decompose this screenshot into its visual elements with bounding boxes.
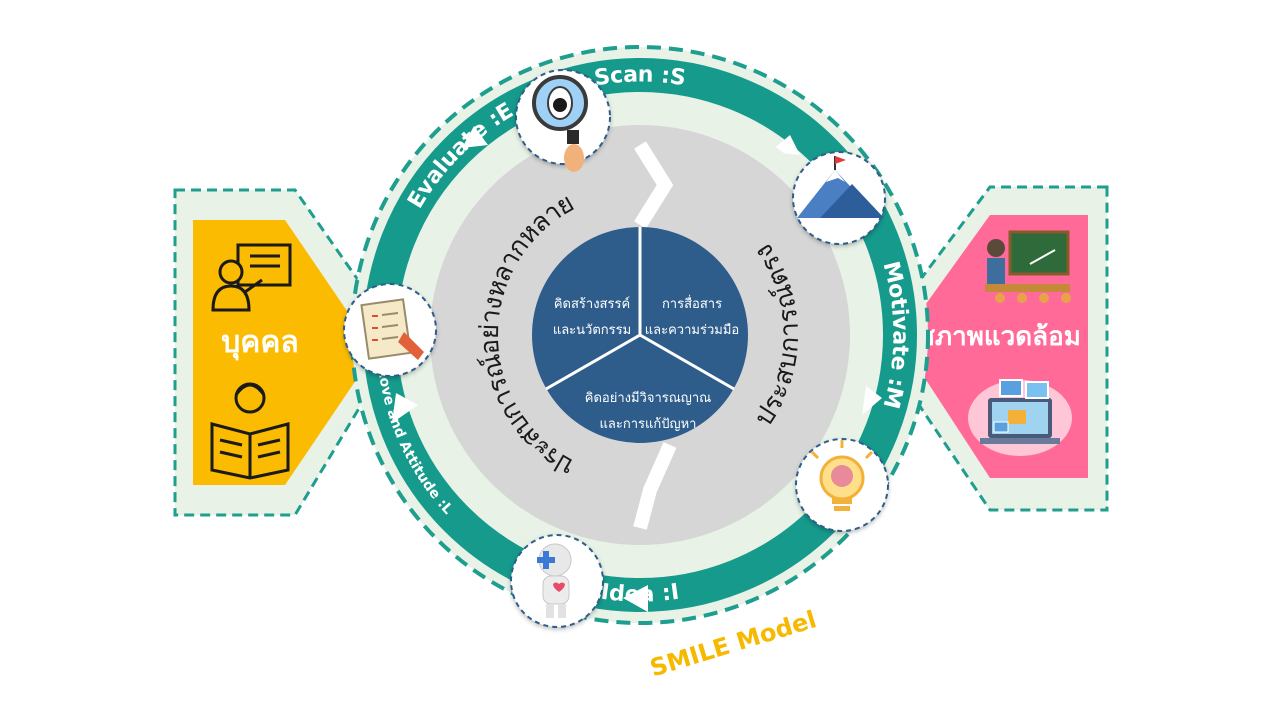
checklist-hand-icon (343, 283, 437, 377)
step-idea-label: Idea :I (599, 580, 680, 608)
right-panel: สภาพแวดล้อม (873, 185, 1109, 512)
magnifier-eye-icon (515, 69, 611, 172)
left-panel: บุคคล (173, 188, 402, 517)
right-panel-label: สภาพแวดล้อม (919, 322, 1081, 352)
laptop-media-icon (968, 379, 1072, 456)
center-pie: คิดสร้างสรรค์ และนวัตกรรม การสื่อสาร และ… (532, 227, 748, 443)
left-panel-label: บุคคล (221, 325, 299, 361)
lightbulb-brain-icon (795, 438, 889, 532)
segment-critical-line2: และการแก้ปัญหา (600, 417, 697, 432)
segment-creative-line1: คิดสร้างสรรค์ (554, 296, 630, 312)
grey-divider-top (634, 141, 674, 229)
segment-creative-line2: และนวัตกรรม (553, 323, 631, 338)
classroom-board-icon (985, 230, 1071, 303)
step-scan-label: Scan :S (593, 62, 688, 91)
mountain-flag-icon (792, 151, 886, 245)
robot-heart-icon (510, 534, 604, 628)
grey-divider-bottom (633, 442, 677, 530)
person-reading-icon (210, 382, 290, 480)
segment-communication-line2: และความร่วมมือ (645, 322, 739, 338)
person-board-icon (211, 243, 292, 312)
segment-critical-line1: คิดอย่างมีวิจารณญาณ (585, 390, 711, 406)
segment-communication-line1: การสื่อสาร (662, 295, 722, 312)
